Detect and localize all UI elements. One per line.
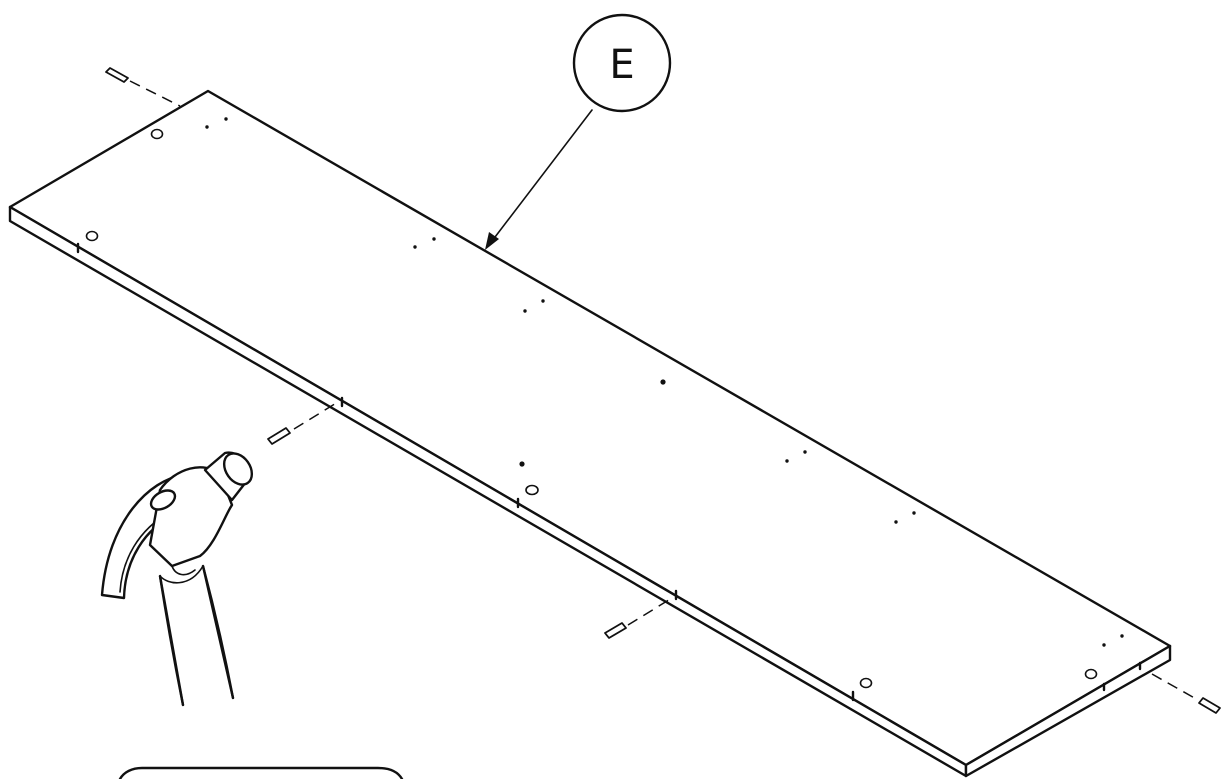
dowel-icon	[105, 67, 181, 107]
callout-label: E	[609, 42, 634, 88]
panel-end-edge	[964, 644, 1172, 778]
pilot-hole	[523, 309, 527, 313]
cam-hole	[85, 230, 99, 242]
part-callout: E	[485, 13, 672, 250]
pilot-holes	[205, 117, 1124, 647]
pilot-hole	[205, 125, 209, 129]
pilot-hole	[894, 520, 898, 524]
pilot-hole	[224, 117, 228, 121]
cam-hole	[1084, 668, 1098, 680]
leader-arrowhead	[485, 232, 499, 250]
cam-hole	[150, 128, 164, 140]
dowels	[105, 67, 1221, 714]
cam-hole	[525, 484, 539, 496]
pilot-hole	[413, 245, 417, 249]
pilot-hole	[541, 299, 545, 303]
dowel-icon	[1151, 673, 1221, 714]
partial-frame	[118, 766, 404, 779]
pilot-hole	[660, 379, 666, 385]
hammer-icon	[100, 451, 254, 707]
edge-holes	[76, 242, 1142, 702]
pilot-hole	[1120, 634, 1124, 638]
callout-circle	[572, 13, 672, 113]
dowel-icon	[604, 597, 673, 639]
panel-top-face	[8, 89, 1172, 767]
panel-e	[8, 89, 1172, 778]
pilot-hole	[803, 450, 807, 454]
dowel-icon	[267, 401, 339, 445]
leader-line	[491, 109, 593, 242]
pilot-hole	[785, 459, 789, 463]
cam-holes	[85, 128, 1098, 689]
pilot-hole	[432, 237, 436, 241]
cam-hole	[859, 677, 873, 689]
pilot-hole	[1102, 643, 1106, 647]
pilot-hole	[519, 461, 525, 467]
pilot-hole	[912, 511, 916, 515]
